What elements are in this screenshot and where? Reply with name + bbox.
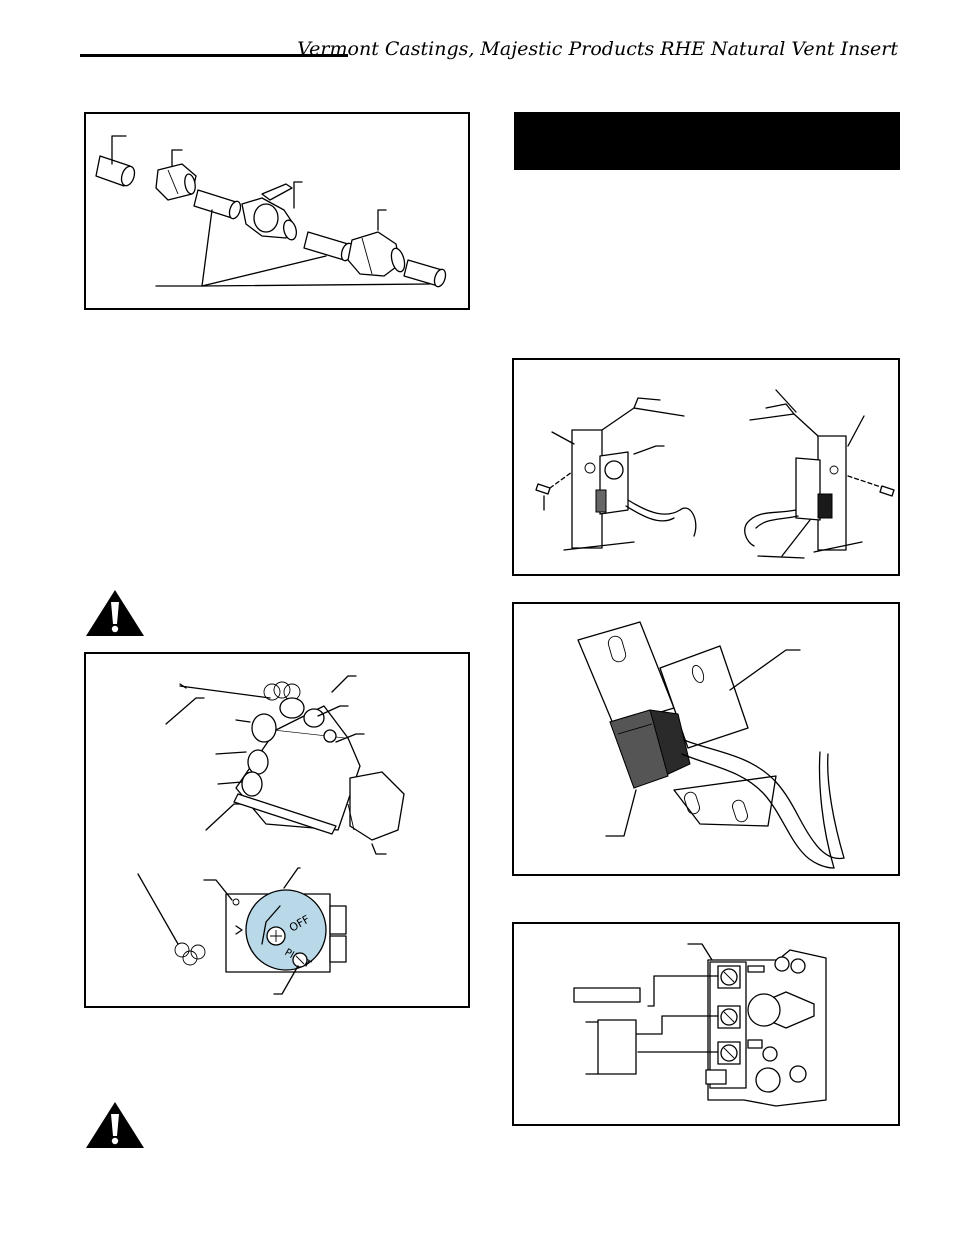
warning-triangle-icon [84,588,146,638]
warning-triangle-icon [84,1100,146,1150]
side-panel [571,429,603,549]
inlet-port [251,713,277,743]
section-heading-bar [514,112,900,170]
figure-gas-valve: OFF PILOT [84,652,470,1008]
union-fitting [347,231,401,277]
thermocouple-coil [174,942,206,966]
figure-terminal-wiring [512,922,900,1126]
gas-valve-drawing: OFF PILOT [137,675,405,995]
terminal-screw [717,1005,741,1029]
terminal-screw [717,965,741,989]
thermopile [597,1019,637,1075]
side-panel [817,435,847,551]
page-header-title: Vermont Castings, Majestic Products RHE … [297,38,898,60]
header-rule [80,54,348,57]
wire-connector [573,987,641,1003]
control-dial[interactable] [245,889,327,971]
terminal-screw [717,1041,741,1065]
screw [879,485,895,497]
gas-fittings-drawing [95,135,447,288]
bracket-arm [673,775,777,827]
terminal-wiring-drawing [573,943,827,1107]
switch-closeup-drawing [577,621,845,869]
figure-gas-fittings [84,112,470,310]
mounting-plate [577,621,675,727]
control-knob [349,771,405,841]
valve-knob [747,993,781,1027]
valve-handle [261,183,293,201]
figure-switch-closeup [512,602,900,876]
thermocouple-coil [263,681,301,701]
screw [535,483,551,495]
switch-mount-drawing [535,389,895,559]
switch-bracket [795,457,821,521]
figure-switch-mount [512,358,900,576]
